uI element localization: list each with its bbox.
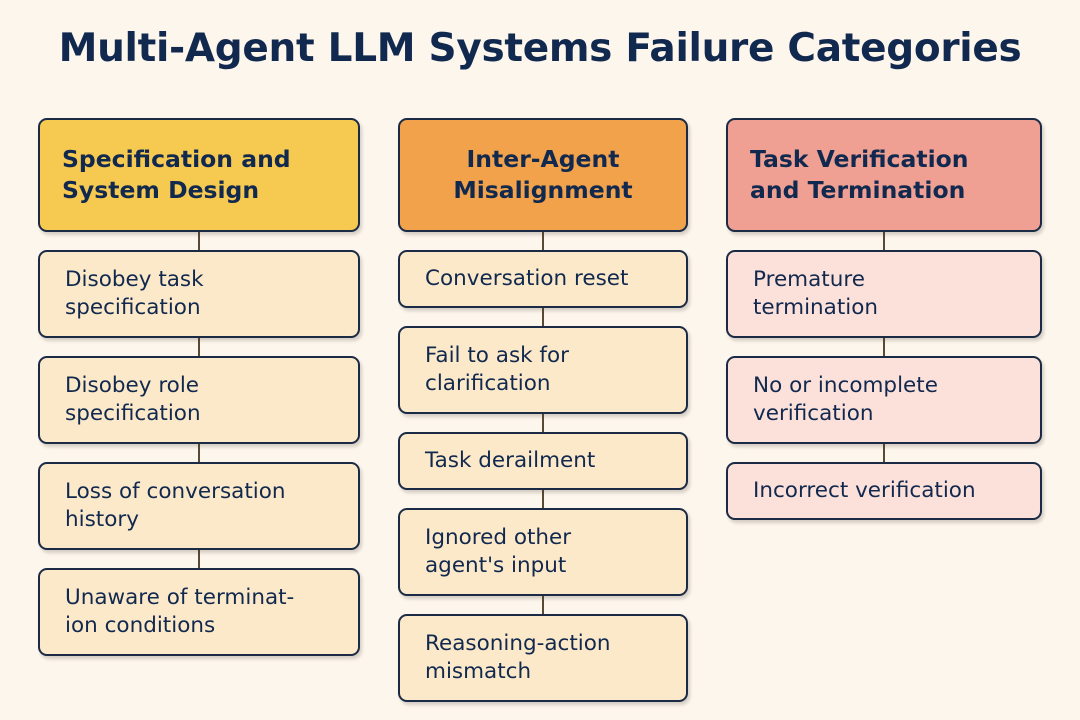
item-text-line: Reasoning-action: [425, 630, 611, 656]
failure-item-conversation-reset[interactable]: Conversation reset: [398, 250, 688, 308]
header-text-line: and Termination: [750, 176, 966, 204]
item-text-line: Premature: [753, 267, 865, 293]
item-text-line: specification: [65, 401, 201, 426]
item-text-line: Task derailment: [425, 447, 596, 473]
item-text-line: termination: [753, 295, 879, 320]
item-text-line: Fail to ask for: [425, 343, 569, 368]
item-text-line: agent's input: [425, 552, 567, 578]
failure-item-task-derailment[interactable]: Task derailment: [398, 431, 688, 490]
failure-item-unaware-of-termination-conditions[interactable]: Unaware of terminat-ion conditions: [38, 568, 360, 656]
item-text-line: specification: [65, 295, 201, 320]
item-text-line: Ignored other: [425, 524, 572, 550]
item-text-line: history: [65, 507, 139, 532]
header-text-line: System Design: [62, 176, 260, 204]
item-text-line: No or incomplete: [753, 373, 938, 399]
header-text-line: Misalignment: [453, 176, 633, 204]
item-text-line: Unaware of terminat-: [65, 585, 295, 611]
item-text-line: verification: [753, 401, 874, 426]
item-text-line: Disobey task: [65, 267, 204, 293]
item-text-line: Loss of conversation: [65, 479, 286, 505]
header-text-line: Inter-Agent: [466, 145, 620, 174]
header-text-line: Specification and: [62, 145, 291, 174]
page-title: Multi-Agent LLM Systems Failure Categori…: [58, 26, 1022, 71]
item-text-line: clarification: [425, 370, 551, 396]
item-text-line: mismatch: [425, 658, 532, 684]
header-text-line: Task Verification: [750, 145, 969, 174]
item-text-line: Incorrect verification: [753, 478, 976, 503]
item-text-line: ion conditions: [65, 613, 216, 638]
item-text-line: Disobey role: [65, 373, 200, 399]
failure-item-incorrect-verification[interactable]: Incorrect verification: [726, 462, 1042, 520]
item-text-line: Conversation reset: [425, 266, 629, 291]
